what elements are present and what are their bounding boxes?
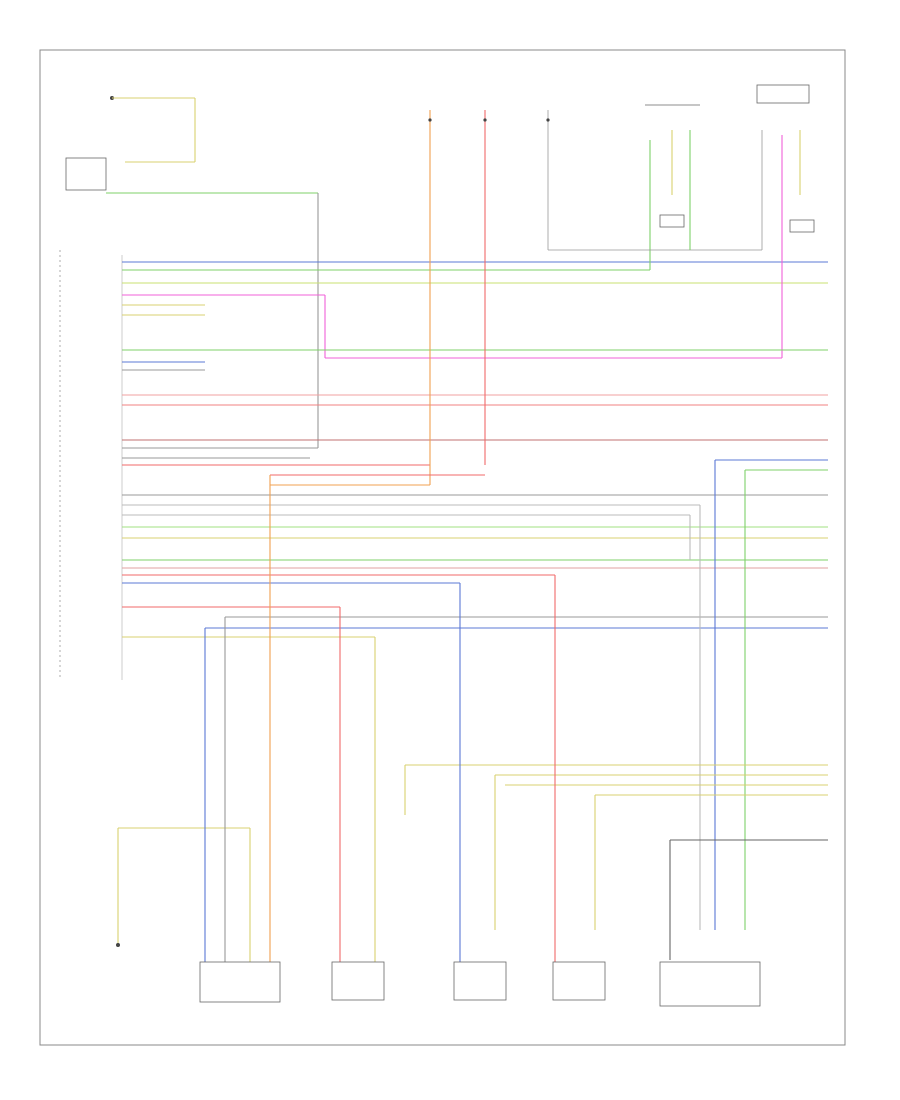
bottom-module-1 [199,475,281,1003]
top-sensor-1 [645,104,700,250]
wire-bus [122,135,828,638]
control-module-left [59,250,123,680]
bottom-ground [116,827,250,947]
control-relay-box [65,157,107,191]
top-fuse-1 [428,110,432,465]
bottom-sensor-2 [453,583,507,1001]
bottom-sensor-1 [331,607,385,1001]
right-vertical-feeds [689,460,746,930]
diagram-frame [39,49,846,1046]
top-sensor-2 [700,84,815,251]
top-fuse-2 [270,110,487,476]
bottom-sensor-3 [552,575,606,1001]
top-left-ground-group [65,96,319,448]
lower-feeds [404,764,828,960]
bottom-module-2 [659,961,761,1007]
top-fuse-3 [546,110,700,251]
